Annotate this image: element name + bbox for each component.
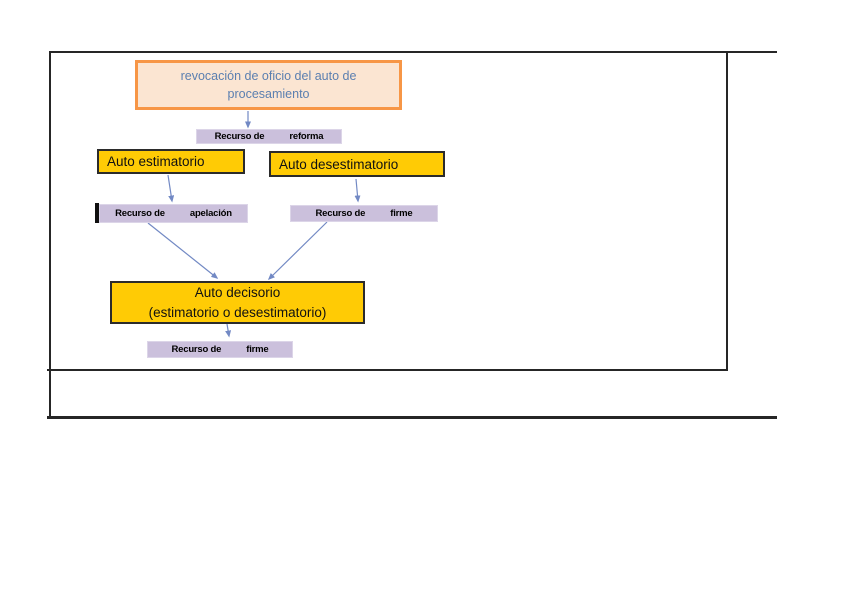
table-border-middle (47, 369, 728, 371)
node-revocacion-line1: revocación de oficio del auto de (180, 69, 357, 83)
table-border-top (49, 51, 777, 53)
recurso-apelacion-word: apelación (189, 208, 232, 219)
table-border-bottom (47, 416, 777, 419)
node-auto-desestimatorio: Auto desestimatorio (269, 151, 445, 177)
arrow-apelacion-to-decisorio (147, 222, 219, 279)
node-auto-decisorio: Auto decisorio (estimatorio o desestimat… (110, 281, 365, 324)
auto-decisorio-line2: (estimatorio o desestimatorio) (148, 304, 327, 320)
text-cursor-mark (95, 203, 99, 223)
auto-decisorio-line1: Auto decisorio (194, 284, 281, 300)
recurso-firme-mid-prefix: Recurso de (315, 208, 366, 219)
node-recurso-reforma: Recurso de reforma (196, 129, 342, 144)
recurso-reforma-prefix: Recurso de (214, 131, 265, 142)
node-recurso-firme-mid: Recurso de firme (290, 205, 438, 222)
recurso-firme-mid-word: firme (390, 208, 413, 219)
table-border-left (49, 51, 51, 419)
table-border-right (726, 51, 728, 371)
arrow-firme-to-decisorio (267, 221, 328, 281)
node-auto-estimatorio: Auto estimatorio (97, 149, 245, 174)
recurso-apelacion-prefix: Recurso de (115, 208, 165, 219)
arrow-estimatorio-to-apelacion (167, 174, 175, 203)
node-revocacion-de-oficio: revocación de oficio del auto de procesa… (135, 60, 402, 110)
auto-desestimatorio-label: Auto desestimatorio (279, 156, 399, 172)
arrow-decisorio-to-firme (225, 323, 232, 338)
node-recurso-firme-bottom: Recurso de firme (147, 341, 293, 358)
auto-estimatorio-label: Auto estimatorio (107, 154, 205, 169)
arrow-desestimatorio-to-firme (354, 178, 361, 203)
recurso-firme-bottom-word: firme (246, 344, 269, 355)
node-recurso-apelacion: Recurso de apelación (99, 204, 248, 223)
recurso-firme-bottom-prefix: Recurso de (171, 344, 222, 355)
node-revocacion-line2: procesamiento (227, 87, 310, 101)
recurso-reforma-word: reforma (289, 131, 324, 142)
